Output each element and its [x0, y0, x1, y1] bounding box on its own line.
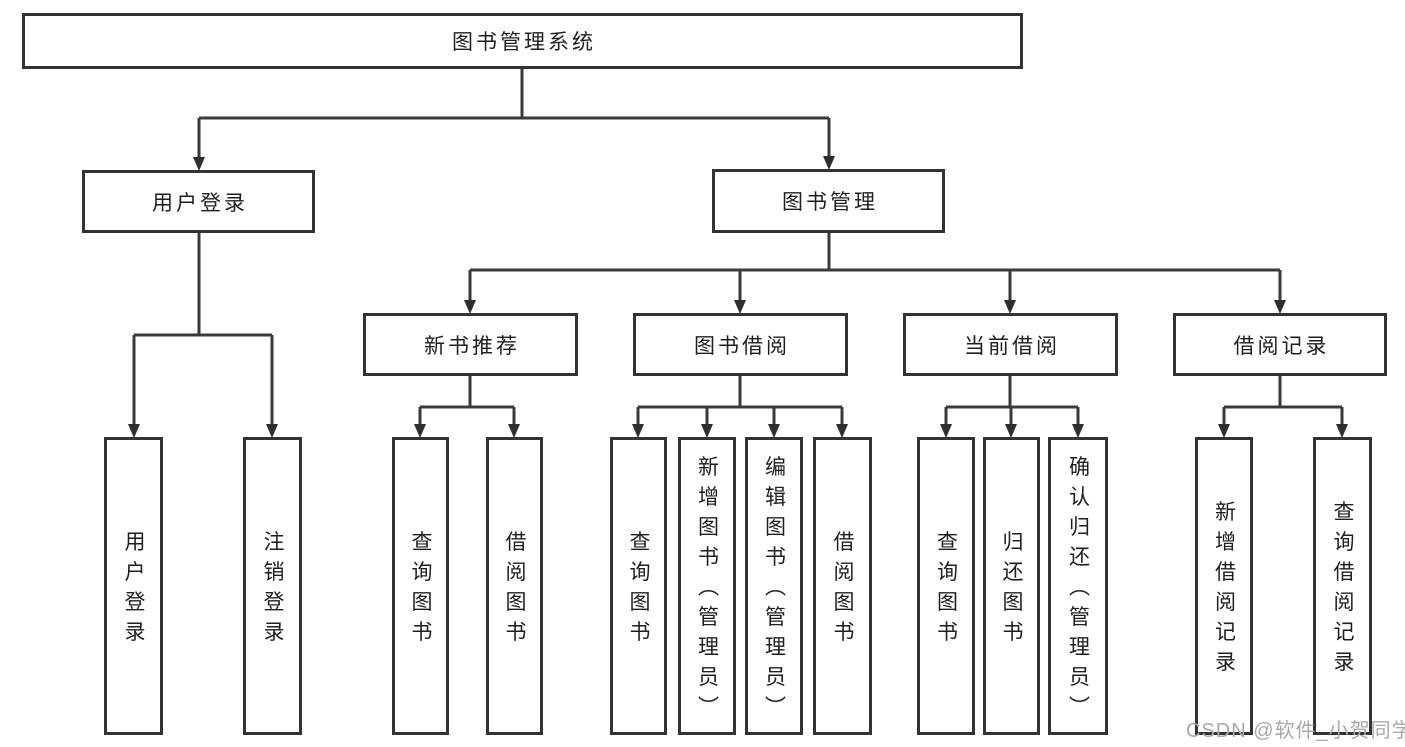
node-label: 当前借阅 — [964, 334, 1060, 358]
node-leaf-add-borrow-record: 新增借阅记录 — [1195, 437, 1253, 735]
node-leaf-borrow-book-2: 借阅图书 — [813, 437, 872, 735]
node-label: 用户登录 — [122, 530, 145, 651]
node-leaf-user-login: 用户登录 — [104, 437, 163, 735]
node-label: 注销登录 — [261, 530, 284, 651]
node-label: 确认归还（管理员） — [1066, 455, 1090, 726]
node-label: 新书推荐 — [424, 334, 520, 358]
node-label: 图书管理系统 — [452, 31, 596, 54]
node-user-login: 用户登录 — [82, 170, 315, 233]
node-new-book-recommendation: 新书推荐 — [363, 313, 578, 376]
node-leaf-return-book: 归还图书 — [983, 437, 1040, 735]
node-leaf-add-book-admin: 新增图书（管理员） — [678, 437, 736, 735]
node-label: 查询图书 — [627, 530, 650, 651]
node-label: 查询图书 — [409, 530, 432, 651]
node-leaf-query-borrow-record: 查询借阅记录 — [1313, 437, 1372, 735]
node-leaf-query-book-1: 查询图书 — [392, 437, 449, 735]
node-library-management-system: 图书管理系统 — [22, 13, 1023, 69]
node-leaf-logout: 注销登录 — [243, 437, 302, 735]
node-label: 编辑图书（管理员） — [762, 455, 786, 726]
node-leaf-borrow-book-1: 借阅图书 — [486, 437, 543, 735]
node-label: 归还图书 — [1000, 530, 1023, 651]
node-leaf-query-book-3: 查询图书 — [917, 437, 975, 735]
node-book-borrowing: 图书借阅 — [633, 313, 848, 376]
node-label: 用户登录 — [152, 191, 248, 215]
node-leaf-query-book-2: 查询图书 — [610, 437, 667, 735]
node-label: 查询图书 — [934, 530, 958, 651]
node-leaf-confirm-return-admin: 确认归还（管理员） — [1048, 437, 1108, 735]
node-current-borrowing: 当前借阅 — [903, 313, 1118, 376]
node-label: 图书借阅 — [694, 334, 790, 358]
node-book-management: 图书管理 — [712, 169, 945, 233]
node-label: 借阅记录 — [1233, 334, 1330, 358]
node-leaf-edit-book-admin: 编辑图书（管理员） — [745, 437, 803, 735]
watermark: CSDN @软件_小贺同学 — [1186, 720, 1405, 742]
node-label: 图书管理 — [782, 191, 878, 214]
node-borrowing-records: 借阅记录 — [1173, 313, 1387, 376]
node-label: 新增借阅记录 — [1212, 500, 1236, 681]
node-label: 借阅图书 — [831, 530, 854, 651]
node-label: 新增图书（管理员） — [695, 455, 719, 726]
node-label: 查询借阅记录 — [1331, 500, 1354, 681]
node-label: 借阅图书 — [503, 530, 526, 651]
